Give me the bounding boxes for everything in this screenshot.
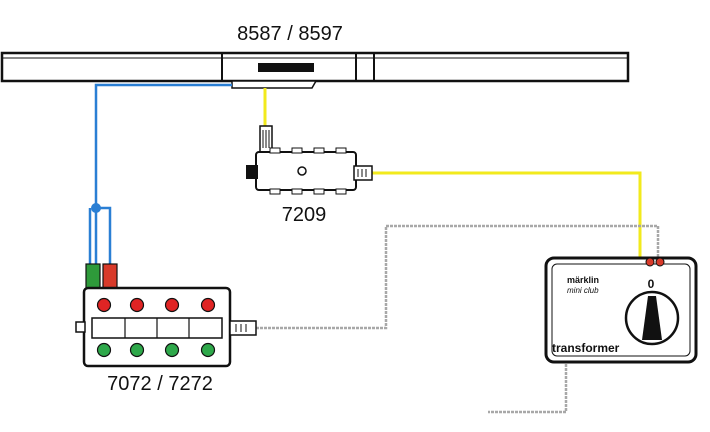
relay-right-plug [353,165,373,181]
blue-wire [94,83,232,268]
transformer-inner [551,263,691,357]
green-button-4[interactable] [200,342,216,358]
track-rail [0,51,630,83]
dial-zero-label: 0 [648,277,655,291]
dial-knob [642,296,662,340]
track [0,51,630,89]
green-button-2[interactable] [129,342,145,358]
plug-green [85,263,101,289]
relay-7209 [246,125,373,195]
red-button-2[interactable] [129,297,145,313]
transformer: märklin mini club 0 transformer [544,256,698,364]
red-button-3[interactable] [164,297,180,313]
yellow-wire-transformer [372,171,642,260]
relay-label: 7209 [282,204,327,226]
plug-red [102,263,118,289]
transformer-socket-1 [645,257,655,267]
wires [88,83,660,414]
uncoupler-bar [258,63,314,72]
red-button-1[interactable] [96,297,112,313]
gray-wire-mains [488,360,568,414]
transformer-socket-2 [655,257,665,267]
relay-center-hole [297,166,307,176]
panel-right-plug [229,320,257,336]
transformer-label: transformer [552,341,620,355]
green-button-3[interactable] [164,342,180,358]
red-button-4[interactable] [200,297,216,313]
blue-wire-branch [96,206,112,268]
track-module-label: 8587 / 8597 [237,23,343,45]
transformer-brand-sub: mini club [567,286,599,295]
control-panel [75,263,257,368]
transformer-brand: märklin [567,275,599,285]
panel-left-tab [75,321,86,333]
relay-left-socket [246,165,258,179]
green-button-1[interactable] [96,342,112,358]
gray-wire-panel [256,224,660,330]
control-panel-label: 7072 / 7272 [107,373,213,395]
uncoupler-base [231,80,318,89]
